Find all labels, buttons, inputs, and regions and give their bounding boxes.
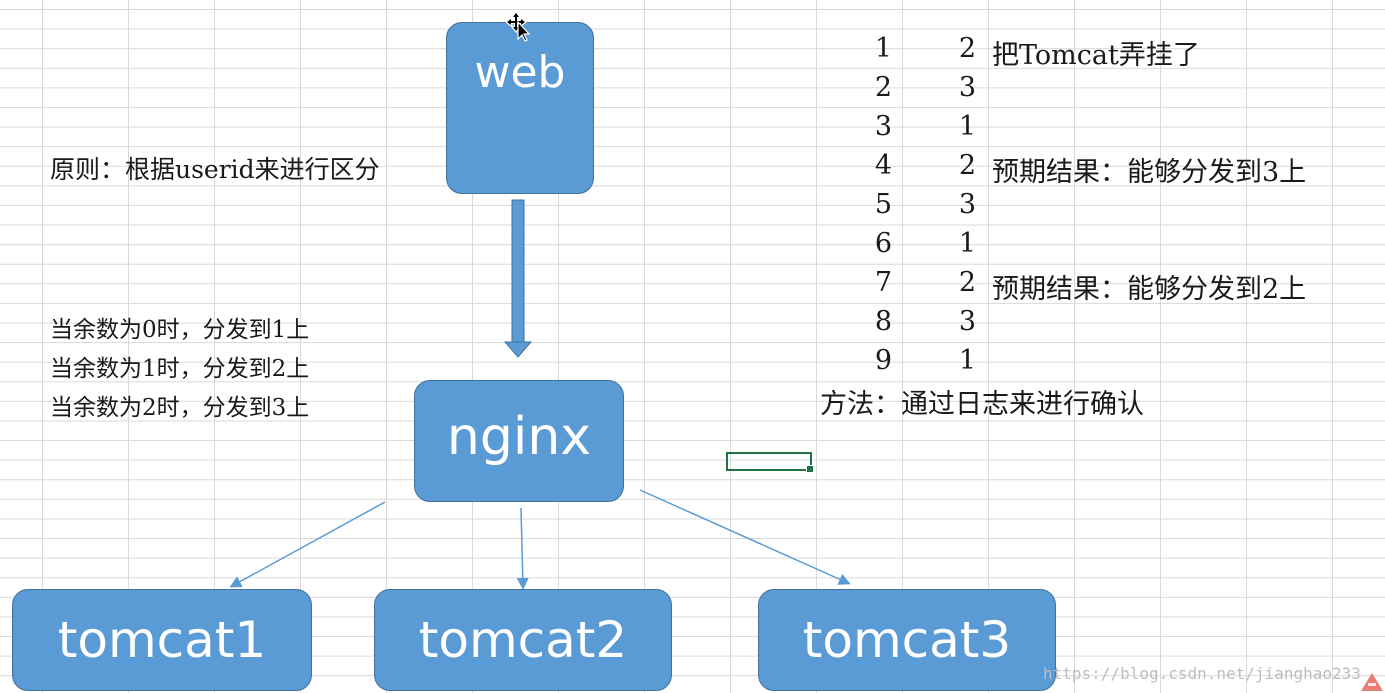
nginx-to-tomcat3-arrow: [639, 489, 851, 585]
table-cell-server[interactable]: 1: [958, 228, 976, 259]
rule-line-1: 当余数为1时，分发到2上: [50, 356, 310, 382]
table-cell-id[interactable]: 6: [874, 228, 892, 259]
table-cell-note[interactable]: 把Tomcat弄挂了: [992, 40, 1200, 71]
table-cell-note[interactable]: 预期结果：能够分发到3上: [992, 157, 1307, 188]
tomcat3-box[interactable]: tomcat3: [758, 589, 1056, 691]
table-cell-id[interactable]: 9: [874, 345, 892, 376]
table-cell-server[interactable]: 2: [958, 33, 976, 64]
web-box[interactable]: web: [446, 22, 594, 194]
table-cell-server[interactable]: 3: [958, 189, 976, 220]
table-cell-note[interactable]: 预期结果：能够分发到2上: [992, 274, 1307, 305]
table-cell-id[interactable]: 5: [874, 189, 892, 220]
selected-cell[interactable]: [726, 452, 814, 473]
web-to-nginx-arrow: [503, 199, 533, 358]
table-cell-server[interactable]: 2: [958, 267, 976, 298]
fill-handle[interactable]: [806, 465, 814, 473]
principle-text: 原则：根据userid来进行区分: [50, 155, 380, 184]
table-cell-id[interactable]: 7: [874, 267, 892, 298]
rule-line-2: 当余数为2时，分发到3上: [50, 395, 310, 421]
nginx-to-tomcat2-arrow: [516, 507, 529, 590]
logo-mark-icon: [1361, 673, 1383, 691]
move-cursor-icon: [506, 12, 531, 42]
method-text: 方法：通过日志来进行确认: [820, 389, 1144, 420]
table-cell-server[interactable]: 1: [958, 111, 976, 142]
tomcat2-box[interactable]: tomcat2: [374, 589, 672, 691]
table-cell-id[interactable]: 1: [874, 33, 892, 64]
tomcat1-box[interactable]: tomcat1: [12, 589, 312, 691]
nginx-box[interactable]: nginx: [414, 380, 624, 502]
watermark-url: https://blog.csdn.net/jianghao233: [1043, 664, 1361, 683]
table-cell-server[interactable]: 3: [958, 306, 976, 337]
table-cell-server[interactable]: 1: [958, 345, 976, 376]
nginx-to-tomcat1-arrow: [229, 501, 386, 588]
table-cell-id[interactable]: 8: [874, 306, 892, 337]
table-cell-id[interactable]: 4: [874, 150, 892, 181]
rule-line-0: 当余数为0时，分发到1上: [50, 317, 310, 343]
table-cell-id[interactable]: 3: [874, 111, 892, 142]
table-cell-server[interactable]: 3: [958, 72, 976, 103]
table-cell-id[interactable]: 2: [874, 72, 892, 103]
table-cell-server[interactable]: 2: [958, 150, 976, 181]
